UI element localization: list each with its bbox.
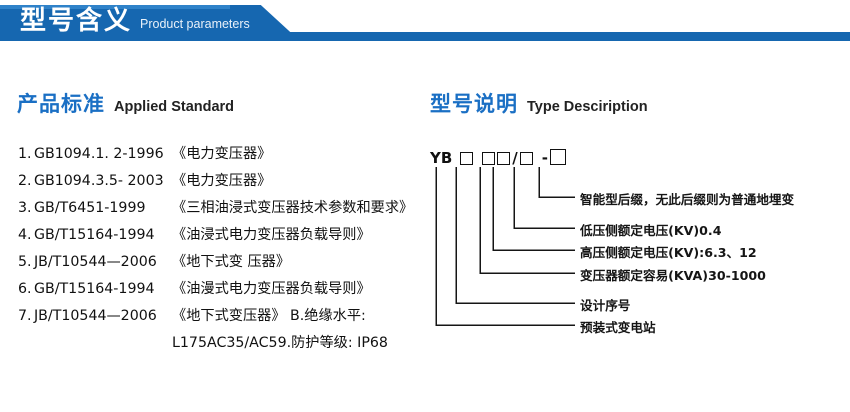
list-item: 2. GB1094.3.5- 2003 《电力变压器》 — [18, 170, 428, 197]
code-box-design-serial — [460, 152, 474, 165]
list-item-name: 《地下式变 压器》 — [172, 254, 291, 270]
list-item-code: GB1094.1. 2-1996 — [34, 146, 164, 162]
header-title-en: Product parameters — [140, 17, 250, 31]
label-design-serial: 设计序号 — [580, 298, 631, 313]
code-box-capacity-1 — [482, 152, 496, 165]
list-item-number: 5. — [18, 254, 32, 270]
code-box-low-voltage — [519, 152, 533, 165]
type-code-string: YB / - — [430, 149, 567, 166]
header-rule — [0, 32, 850, 41]
type-code-separator: / — [512, 149, 518, 167]
code-box-smart-suffix — [550, 149, 567, 165]
section-title-type-zh: 型号说明 — [430, 92, 518, 116]
leader-lines — [435, 167, 575, 326]
section-title-type-en: Type Desciription — [527, 99, 648, 115]
label-high-voltage: 高压侧额定电压(KV):6.3、12 — [580, 245, 757, 260]
header-title-zh: 型号含义 — [20, 6, 133, 36]
list-item-name: 《三相油浸式变压器技术参数和要求》 — [172, 200, 414, 216]
list-item: 4. GB/T15164-1994 《油浸式电力变压器负载导则》 — [18, 224, 428, 251]
standards-list: 1. GB1094.1. 2-1996 《电力变压器》 2. GB1094.3.… — [18, 143, 428, 359]
label-smart-suffix: 智能型后缀，无此后缀则为普通地埋变 — [580, 192, 795, 207]
list-item: 3. GB/T6451-1999 《三相油浸式变压器技术参数和要求》 — [18, 197, 428, 224]
section-title-standard-zh: 产品标准 — [17, 92, 105, 116]
label-rated-capacity: 变压器额定容易(KVA)30-1000 — [580, 268, 766, 283]
list-item-continuation: L175AC35/AC59.防护等级: IP68 — [172, 335, 388, 351]
header-block — [0, 5, 250, 41]
list-item-number: 4. — [18, 227, 32, 243]
section-title-applied-standard: 产品标准 Applied Standard — [17, 88, 234, 118]
section-title-standard-en: Applied Standard — [114, 99, 235, 115]
list-item-name: 《油浸式电力变压器负载导则》 — [172, 227, 371, 243]
list-item: 5. JB/T10544—2006 《地下式变 压器》 — [18, 251, 428, 278]
list-item: 7. JB/T10544—2006 《地下式变压器》 B.绝缘水平: — [18, 305, 428, 332]
list-item-name: 《电力变压器》 — [172, 146, 272, 162]
list-item-number: 6. — [18, 281, 32, 297]
list-item-name: 《油漫式电力变压器负载导则》 — [172, 281, 371, 297]
header-top-strip — [0, 5, 250, 9]
type-code-dash: - — [541, 149, 549, 167]
list-item-number: 2. — [18, 173, 32, 189]
section-title-type-description: 型号说明 Type Desciription — [430, 88, 648, 118]
list-item-code: GB/T15164-1994 — [34, 281, 155, 297]
code-box-capacity-2 — [497, 152, 511, 165]
list-item-code: GB1094.3.5- 2003 — [34, 173, 164, 189]
label-prefab-substation: 预装式变电站 — [580, 320, 656, 335]
list-item-number: 1. — [18, 146, 32, 162]
list-item-code: GB/T6451-1999 — [34, 200, 146, 216]
list-item-number: 7. — [18, 308, 32, 324]
type-code-diagram: YB / - 智能型后缀，无此后缀则为普通地埋变 低压侧额定电压(KV)0.4 … — [425, 140, 850, 340]
list-item-code: GB/T15164-1994 — [34, 227, 155, 243]
list-item-number: 3. — [18, 200, 32, 216]
list-item-code: JB/T10544—2006 — [34, 308, 157, 324]
page-header-banner: 型号含义 Product parameters — [0, 0, 850, 47]
list-item: 6. GB/T15164-1994 《油漫式电力变压器负载导则》 — [18, 278, 428, 305]
list-item-code: JB/T10544—2006 — [34, 254, 157, 270]
label-low-voltage: 低压侧额定电压(KV)0.4 — [580, 223, 722, 238]
list-item-name: 《电力变压器》 — [172, 173, 272, 189]
list-item: 1. GB1094.1. 2-1996 《电力变压器》 — [18, 143, 428, 170]
list-item-name: 《地下式变压器》 B.绝缘水平: — [172, 308, 366, 324]
type-code-prefix: YB — [430, 149, 453, 167]
